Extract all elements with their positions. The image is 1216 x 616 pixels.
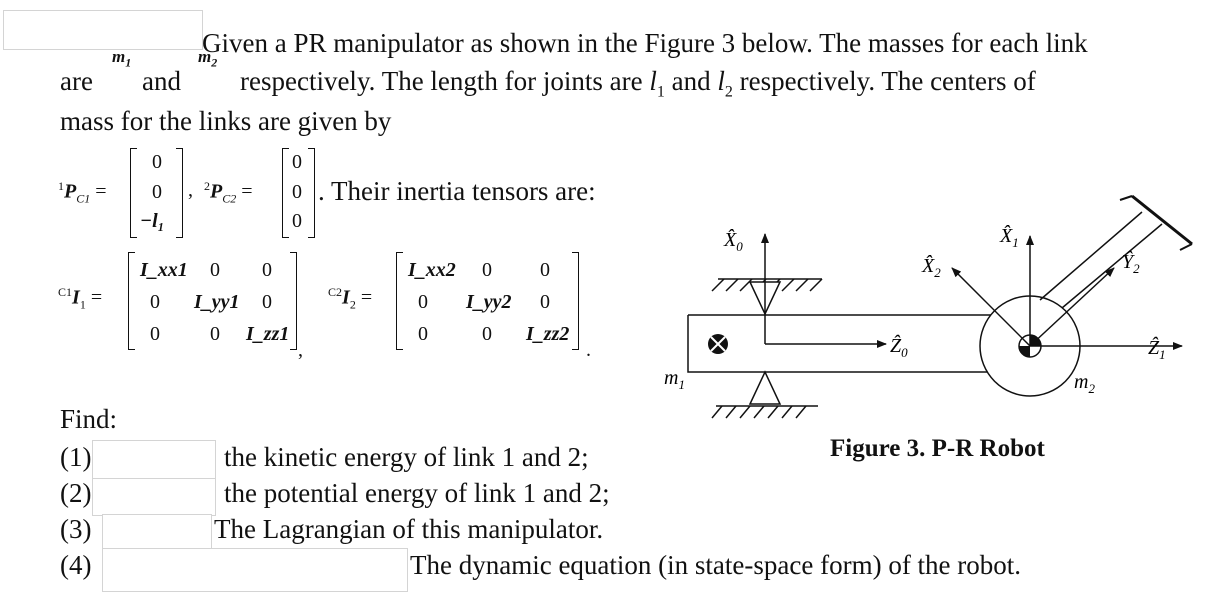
redaction-box <box>3 10 203 50</box>
find-item-text: The Lagrangian of this manipulator. <box>214 514 604 544</box>
find-heading: Find: <box>60 404 118 434</box>
find-item-num: (1) <box>60 442 92 472</box>
label-m2: m2 <box>1074 371 1095 396</box>
com-p2: 2PC2 = <box>204 179 253 206</box>
matrix-bracket-left <box>396 252 403 350</box>
intro-and: and <box>142 66 181 96</box>
figure-caption: Figure 3. P-R Robot <box>830 435 1045 462</box>
redaction-box <box>102 514 212 550</box>
matrix-bracket-left <box>130 148 137 238</box>
label-z1: Ẑ1 <box>1148 336 1166 362</box>
inertia-i1-matrix: I_xx1 0 0 0 I_yy1 0 0 0 I_zz1 <box>140 259 290 345</box>
support-bottom <box>748 370 782 405</box>
matrix-bracket-left <box>282 148 289 238</box>
com-p1-vector: 0 0 −l₁ <box>140 151 165 232</box>
com-tail: . Their inertia tensors are: <box>318 176 596 206</box>
mass-symbol-m2: m2 <box>198 47 218 70</box>
find-item-text: The dynamic equation (in state-space for… <box>410 550 1022 580</box>
label-x2: X̂2 <box>921 254 941 280</box>
find-item-text: the potential energy of link 1 and 2; <box>224 478 610 508</box>
find-item-text: the kinetic energy of link 1 and 2; <box>224 442 589 472</box>
label-z0: Ẑ0 <box>890 334 908 360</box>
ground-bottom <box>711 405 818 419</box>
redaction-box <box>92 440 216 480</box>
mass-symbol-m1: m1 <box>112 47 132 70</box>
pr-robot-figure: X̂0 Ẑ0 X̂1 X̂2 Ŷ2 Ẑ1 m1 m2 <box>664 194 1193 419</box>
com-symbol-link1 <box>708 334 728 354</box>
matrix-bracket-right <box>308 148 315 238</box>
find-item-num: (3) <box>60 514 92 544</box>
redaction-box <box>102 548 408 592</box>
label-y2: Ŷ2 <box>1122 250 1140 276</box>
com-p2-vector: 0 0 0 <box>292 151 302 232</box>
axis-x2 <box>951 267 1031 347</box>
find-item-num: (4) <box>60 550 92 580</box>
axis-y2 <box>1029 267 1115 347</box>
find-item-num: (2) <box>60 478 92 508</box>
intro-are: are <box>60 66 93 96</box>
link-2-end <box>1131 194 1193 246</box>
intro-line-2: respectively. The length for joints are … <box>240 66 1036 101</box>
redaction-box <box>92 478 216 516</box>
link-1-body <box>687 314 1044 373</box>
matrix-bracket-right <box>176 148 183 238</box>
label-x1: X̂1 <box>999 224 1019 250</box>
label-m1: m1 <box>664 367 685 392</box>
matrix-bracket-right <box>572 252 579 350</box>
intro-line-3: mass for the links are given by <box>60 106 392 136</box>
matrix-bracket-right <box>290 252 297 350</box>
matrix-bracket-left <box>128 252 135 350</box>
com-p1: 1PC1 = <box>58 179 107 206</box>
intro-line-1: Given a PR manipulator as shown in the F… <box>202 28 1088 58</box>
label-x0: X̂0 <box>723 228 743 254</box>
inertia-i2-matrix: I_xx2 0 0 0 I_yy2 0 0 0 I_zz2 <box>408 259 570 345</box>
link-2-body <box>1039 211 1163 309</box>
